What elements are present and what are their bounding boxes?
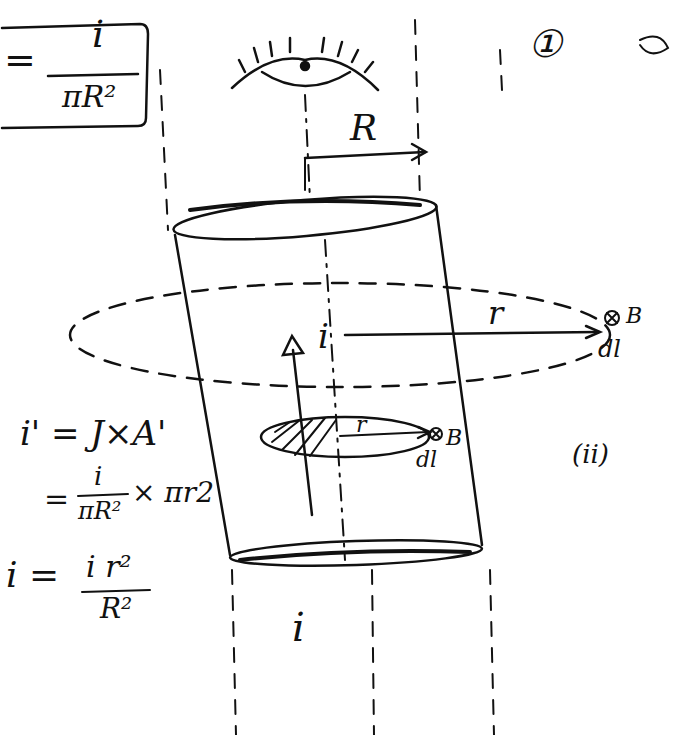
formula-symbol: πR² bbox=[62, 80, 116, 113]
formula-symbol: i bbox=[92, 14, 104, 56]
radius-arrow bbox=[305, 152, 425, 158]
eye-lashes bbox=[239, 38, 373, 72]
arrow-head bbox=[283, 336, 303, 355]
formula-text: R² bbox=[100, 594, 132, 625]
formula-text: πR² bbox=[78, 498, 121, 524]
fraction-bar bbox=[48, 74, 138, 76]
cylinder-side bbox=[436, 205, 482, 545]
formula-box bbox=[2, 24, 148, 128]
element-label: dl bbox=[416, 448, 437, 472]
cross-symbol bbox=[605, 311, 619, 325]
arrow-head bbox=[586, 326, 600, 338]
current-arrow bbox=[293, 350, 312, 515]
formula-text: = bbox=[44, 482, 69, 515]
formula-text: i bbox=[94, 462, 102, 491]
eye-symbol bbox=[262, 72, 350, 86]
radius-label: r bbox=[488, 296, 503, 331]
formula-text: × πr2 bbox=[132, 478, 214, 509]
inner-loop bbox=[261, 417, 429, 457]
cylinder-top bbox=[172, 189, 438, 248]
formula-symbol: = bbox=[4, 40, 36, 82]
formula-text: i = bbox=[6, 555, 59, 595]
callout-number: (ii) bbox=[572, 440, 609, 469]
element-label: dl bbox=[598, 336, 621, 362]
formula-text: i r² bbox=[86, 550, 132, 583]
dimension-label: R bbox=[350, 108, 377, 148]
eye-symbol bbox=[301, 62, 309, 70]
radius-line bbox=[345, 332, 598, 335]
cylinder-bottom bbox=[230, 537, 483, 570]
field-label: B bbox=[446, 426, 462, 450]
current-label: i bbox=[292, 605, 305, 649]
callout-number: ① bbox=[528, 24, 562, 66]
field-label: B bbox=[626, 304, 642, 328]
eye-symbol bbox=[232, 59, 378, 90]
cross-symbol bbox=[430, 428, 442, 440]
formula-text: i' = J×A' bbox=[20, 415, 166, 452]
amperian-loop bbox=[70, 283, 610, 387]
arrow-head bbox=[412, 144, 426, 160]
current-label: i bbox=[318, 318, 329, 355]
radius-label: r bbox=[356, 413, 367, 437]
